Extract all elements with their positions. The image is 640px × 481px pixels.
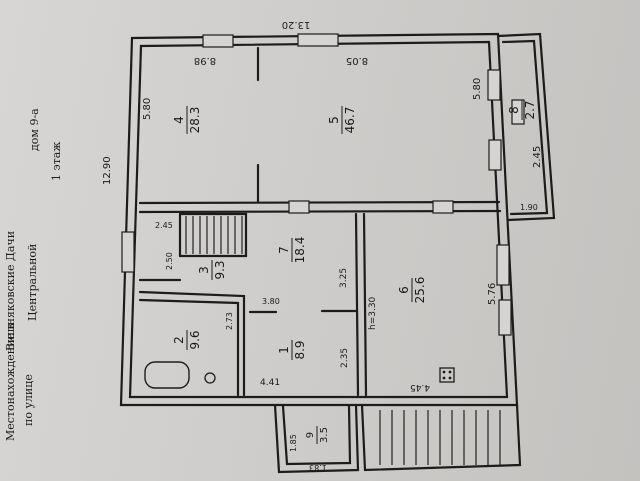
svg-text:9.6: 9.6 — [188, 330, 202, 349]
room-1-label: 1 8.9 — [277, 340, 307, 360]
dim-445: 4.45 — [410, 382, 430, 392]
dim-250: 2.50 — [165, 252, 174, 270]
svg-text:8: 8 — [507, 106, 521, 114]
dim-185: 1.85 — [289, 434, 298, 452]
svg-text:9: 9 — [305, 432, 316, 438]
outer-wall-inner — [128, 40, 509, 399]
dim-190: 1.90 — [520, 203, 538, 212]
dim-total-height: 12.90 — [102, 156, 113, 185]
svg-text:25.6: 25.6 — [413, 277, 427, 304]
header-line2-prefix: по улице — [22, 374, 35, 426]
dim-183: 1.83 — [309, 463, 327, 472]
svg-text:4: 4 — [172, 116, 186, 124]
dim-height: h=3.30 — [368, 296, 378, 330]
svg-text:8.9: 8.9 — [293, 340, 307, 359]
stairs-room-3 — [185, 216, 243, 254]
room-7-label: 7 18.4 — [277, 237, 307, 264]
room-8-label: 8 2.7 — [507, 100, 537, 120]
svg-text:46.7: 46.7 — [343, 107, 357, 134]
dim-441: 4.41 — [260, 378, 280, 388]
svg-text:1: 1 — [277, 346, 291, 354]
stairs-porch — [379, 410, 501, 465]
header-fragment: Местонахождение в — [4, 323, 17, 441]
svg-text:3.5: 3.5 — [319, 427, 330, 443]
porch-right — [360, 403, 522, 472]
svg-text:2: 2 — [172, 336, 186, 344]
dim-380: 3.80 — [262, 297, 280, 306]
dim-325: 3.25 — [339, 268, 349, 288]
room-2-label: 2 9.6 — [172, 330, 202, 350]
dim-235: 2.35 — [340, 348, 350, 368]
windows — [121, 33, 525, 336]
svg-text:28.3: 28.3 — [188, 107, 202, 134]
svg-text:9.3: 9.3 — [213, 260, 227, 279]
bathtub — [144, 361, 190, 389]
svg-text:7: 7 — [277, 246, 291, 254]
dim-273: 2.73 — [225, 312, 234, 330]
dim-580-left: 5.80 — [142, 98, 153, 120]
dim-898: 8.98 — [194, 55, 216, 66]
dim-245: 2.45 — [532, 146, 543, 168]
room-5-label: 5 46.7 — [327, 106, 357, 134]
dim-245-small: 2.45 — [155, 221, 173, 230]
svg-text:3: 3 — [197, 266, 211, 274]
room-9-label: 9 3.5 — [305, 426, 330, 444]
svg-text:5: 5 — [327, 116, 341, 124]
room-4-label: 4 28.3 — [172, 106, 202, 134]
header-line2-house: дом 9-а — [28, 108, 41, 151]
wall-7-6 — [354, 212, 360, 397]
header-floor: 1 этаж — [50, 142, 63, 181]
porch-room-9 — [273, 403, 360, 474]
dim-805: 8.05 — [346, 55, 368, 66]
room-6-label: 6 25.6 — [397, 277, 427, 304]
header-line1: Вишняковские Дачи — [4, 231, 17, 351]
stove — [439, 367, 455, 383]
annex-right — [496, 32, 556, 222]
room-3-label: 3 9.3 — [197, 260, 227, 280]
dim-580-right: 5.80 — [472, 78, 483, 100]
dim-total-width: 13.20 — [282, 19, 311, 30]
dim-576: 5.76 — [487, 283, 498, 305]
svg-text:2.7: 2.7 — [523, 100, 537, 119]
svg-text:6: 6 — [397, 286, 411, 294]
room-2-walls — [138, 290, 246, 397]
header-line2-street: Центральной — [26, 244, 39, 321]
svg-text:18.4: 18.4 — [293, 237, 307, 264]
toilet — [204, 372, 216, 384]
